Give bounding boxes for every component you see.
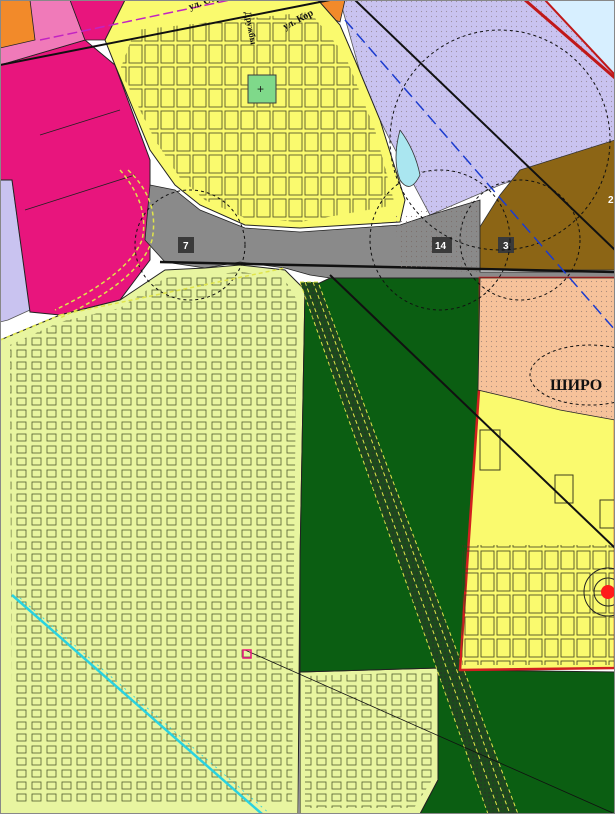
residential-lots-top — [120, 12, 395, 222]
water-body — [395, 129, 421, 187]
yellow-dashed-curve — [59, 169, 155, 319]
zone-number-3: 3 — [503, 241, 509, 252]
magenta-dashed-line — [39, 0, 231, 41]
zone-number-7: 7 — [183, 241, 189, 252]
zone-peach-dots — [478, 278, 615, 420]
small-magenta-marker — [242, 649, 252, 659]
service-radius-7 — [134, 189, 246, 301]
building-lot — [554, 474, 574, 504]
zone-orange-top-left — [0, 0, 36, 49]
lots-light-residential — [10, 272, 297, 805]
magenta-internal-line — [39, 109, 121, 136]
building-lot — [599, 499, 615, 529]
service-radius-14 — [369, 169, 511, 311]
zone-light-cyan — [543, 0, 615, 77]
zone-number-box-7 — [178, 237, 194, 253]
lots-center-block — [305, 672, 432, 808]
main-road-line — [159, 260, 615, 274]
thin-line — [244, 649, 615, 814]
service-radius-district — [529, 344, 615, 406]
diagonal-road-south — [329, 274, 615, 549]
zone-number-2: 2 — [608, 195, 614, 206]
red-boundary-line — [524, 0, 615, 80]
park-marker — [247, 74, 277, 104]
zone-number-14: 14 — [435, 241, 447, 252]
yellow-dashed-border — [59, 267, 286, 316]
service-radius-large — [389, 29, 611, 251]
red-point-marker[interactable] — [601, 585, 615, 599]
corridor-edge — [312, 281, 511, 814]
yellow-dashed-curve — [54, 169, 145, 311]
marker-ring — [583, 567, 615, 617]
cross-icon: + — [257, 82, 264, 96]
district-label: ШИРО — [550, 377, 602, 394]
cyan-line — [11, 594, 263, 814]
building-lot — [479, 429, 501, 471]
lots-district — [462, 545, 615, 665]
utility-corridor-dots — [300, 282, 518, 814]
magenta-internal-line — [24, 174, 136, 211]
corridor-edge — [304, 281, 501, 814]
zone-number-box-14 — [432, 237, 452, 253]
road-dotted-area — [395, 200, 480, 272]
marker-ring-inner — [593, 577, 615, 607]
diagonal-road — [354, 0, 615, 251]
yellow-dashed-border — [0, 314, 61, 341]
service-radius-3 — [459, 179, 581, 301]
cyan-line-ticks — [19, 597, 271, 814]
road-line-top — [0, 0, 331, 66]
blue-dashed-line — [344, 19, 615, 331]
